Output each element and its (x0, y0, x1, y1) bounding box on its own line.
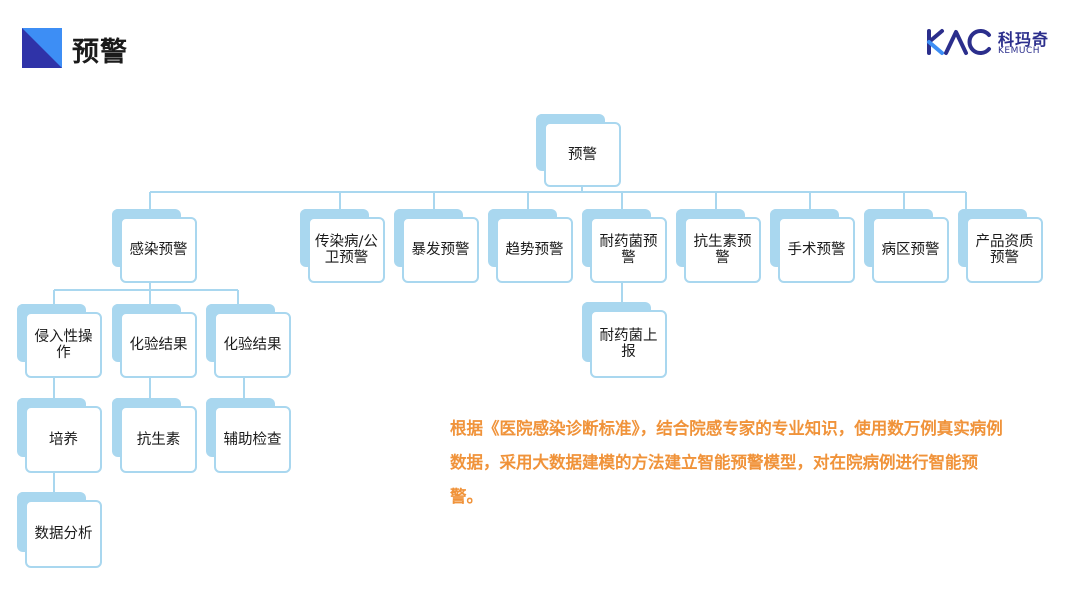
node-infectious-disease-warning: 传染病/公卫预警 (300, 209, 385, 283)
node-ward-warning: 病区预警 (864, 209, 949, 283)
node-outbreak-warning: 暴发预警 (394, 209, 479, 283)
node-lab-result-2: 化验结果 (206, 304, 291, 378)
node-antibiotic-warning: 抗生素预警 (676, 209, 761, 283)
node-resistant-bacteria-warning: 耐药菌预警 (582, 209, 667, 283)
node-root-warning: 预警 (536, 114, 621, 187)
node-infection-warning: 感染预警 (112, 209, 197, 283)
logo-cn-text: 科玛奇 (998, 30, 1050, 49)
node-surgery-warning: 手术预警 (770, 209, 855, 283)
logo-en-text: KEMUCH (998, 46, 1040, 56)
node-auxiliary-exam: 辅助检查 (206, 398, 291, 473)
node-culture: 培养 (17, 398, 102, 473)
title-block: 预警 (22, 28, 182, 70)
page-title: 预警 (72, 37, 128, 68)
logo-mark-icon (927, 29, 991, 55)
node-invasive-operation: 侵入性操作 (17, 304, 102, 378)
node-resistant-bacteria-report: 耐药菌上报 (582, 302, 667, 378)
node-data-analysis: 数据分析 (17, 492, 102, 568)
node-antibiotics: 抗生素 (112, 398, 197, 473)
node-product-qualification-warning: 产品资质预警 (958, 209, 1043, 283)
brand-logo: 科玛奇 KEMUCH (926, 26, 1056, 62)
title-square-icon (22, 28, 62, 68)
description-text: 根据《医院感染诊断标准》，结合院感专家的专业知识，使用数万例真实病例数据，采用大… (450, 419, 1003, 506)
node-trend-warning: 趋势预警 (488, 209, 573, 283)
node-lab-result-1: 化验结果 (112, 304, 197, 378)
